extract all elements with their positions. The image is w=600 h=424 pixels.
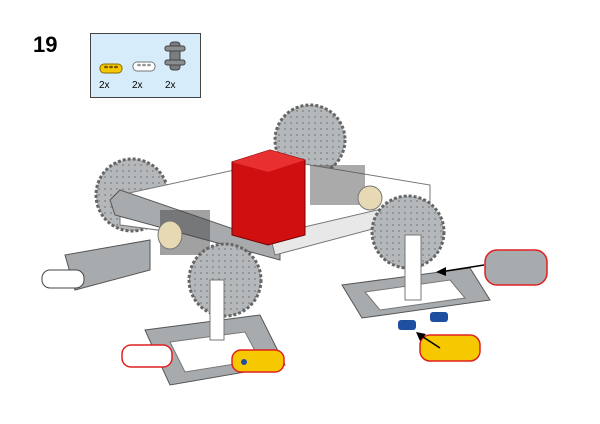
blue-pin: [398, 320, 416, 330]
left-front-frame: [121, 279, 286, 386]
part-quantity: 2x: [99, 80, 110, 91]
parts-list-box: 2x 2x 2x: [90, 33, 201, 98]
part-quantity: 2x: [165, 80, 176, 91]
incoming-cross-connector: [436, 249, 548, 286]
cross-connector-icon: [164, 41, 186, 71]
new-white-beam-callout: [121, 344, 173, 368]
parts-icons: [99, 41, 186, 74]
arrow: [439, 264, 485, 273]
yellow-beam-icon: [99, 63, 123, 74]
step-number: 19: [33, 32, 58, 57]
gear: [187, 242, 263, 318]
arrow: [419, 334, 441, 349]
new-yellow-beam-callout: [231, 349, 285, 373]
white-beam: [41, 269, 85, 289]
incoming-yellow-beam: [416, 332, 481, 362]
white-beam-icon: [132, 61, 156, 72]
blue-pin: [430, 312, 448, 322]
left-rear-frame: [41, 239, 151, 291]
right-front-frame: [341, 234, 491, 330]
part-quantity: 2x: [132, 80, 143, 91]
red-brick-stack: [231, 149, 306, 246]
